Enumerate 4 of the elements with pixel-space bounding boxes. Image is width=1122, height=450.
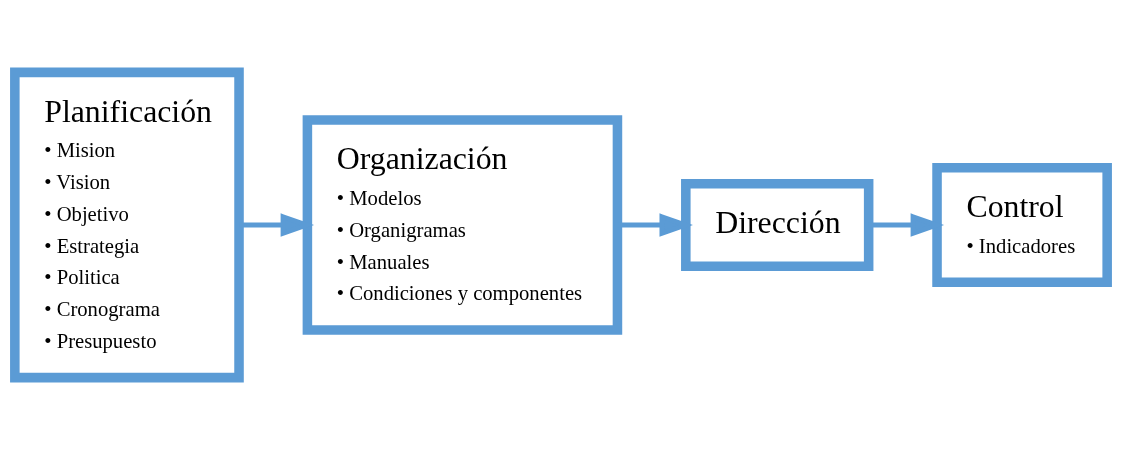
node-box: Planificación • Mision • Vision • Objetivo • Estrategia • Politica • Cronograma • Presupuesto bbox=[10, 67, 244, 383]
node-box: Control • Indicadores bbox=[932, 163, 1112, 287]
node-box: Dirección bbox=[681, 178, 874, 272]
node-box: Organización • Modelos • Organigramas • Manuales • Condiciones y componentes bbox=[302, 115, 623, 335]
